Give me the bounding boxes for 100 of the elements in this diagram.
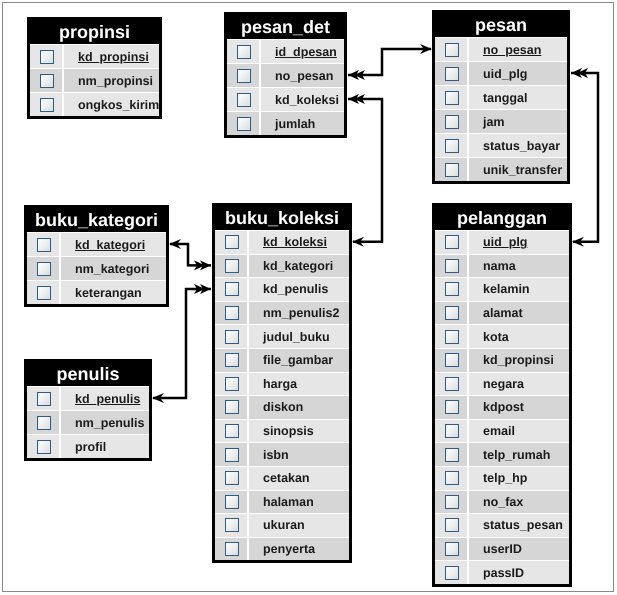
field-name: nm_penulis bbox=[75, 416, 144, 430]
table-box bbox=[24, 205, 169, 307]
field-name: negara bbox=[483, 376, 524, 391]
field-row bbox=[215, 395, 349, 419]
field-name: kd_penulis bbox=[75, 392, 140, 406]
field-row bbox=[435, 372, 569, 396]
field-name: halaman bbox=[263, 494, 314, 509]
field-name: passID bbox=[483, 566, 524, 580]
field-name: no_fax bbox=[483, 494, 524, 509]
field-name: uid_plg bbox=[483, 66, 528, 80]
field-row bbox=[215, 490, 349, 514]
field-row bbox=[215, 466, 349, 490]
connector-arrow bbox=[348, 44, 432, 80]
field-row bbox=[215, 418, 349, 442]
field-row bbox=[215, 372, 349, 396]
field-row bbox=[227, 39, 344, 63]
field-row bbox=[27, 386, 149, 410]
field-row bbox=[435, 61, 567, 85]
field-name: kdpost bbox=[483, 400, 524, 414]
table-box bbox=[432, 10, 570, 184]
field-row bbox=[435, 230, 569, 254]
field-row bbox=[215, 324, 349, 348]
field-name: no_pesan bbox=[483, 42, 542, 56]
field-row bbox=[30, 92, 159, 116]
field-name: cetakan bbox=[263, 471, 310, 486]
field-name: uid_plg bbox=[483, 235, 528, 250]
field-row bbox=[435, 490, 569, 514]
field-row bbox=[227, 87, 344, 111]
field-name: no_pesan bbox=[275, 68, 334, 82]
field-name: telp_rumah bbox=[483, 448, 550, 462]
field-row bbox=[435, 466, 569, 490]
field-name: userID bbox=[483, 542, 522, 556]
field-row bbox=[435, 254, 569, 278]
field-name: jam bbox=[483, 114, 505, 128]
field-row bbox=[435, 85, 567, 109]
table-box bbox=[432, 203, 572, 587]
field-name: keterangan bbox=[75, 286, 142, 300]
table-title: pelanggan bbox=[456, 207, 548, 230]
table-title: propinsi bbox=[58, 21, 131, 44]
field-row bbox=[435, 109, 567, 133]
field-name: kelamin bbox=[483, 282, 530, 296]
field-name: isbn bbox=[263, 448, 289, 462]
field-name: status_bayar bbox=[483, 138, 560, 152]
field-name: ongkos_kirim bbox=[78, 98, 160, 112]
field-name: profil bbox=[75, 440, 106, 454]
field-row bbox=[435, 348, 569, 372]
field-row bbox=[227, 111, 344, 135]
table-box bbox=[224, 12, 347, 138]
field-row bbox=[215, 513, 349, 537]
field-name: kd_propinsi bbox=[483, 353, 554, 368]
field-name: telp_hp bbox=[483, 471, 528, 486]
field-name: penyerta bbox=[263, 542, 316, 556]
field-name: id_dpesan bbox=[275, 44, 337, 58]
table-title: penulis bbox=[55, 363, 120, 386]
field-row bbox=[27, 232, 166, 256]
table-box bbox=[27, 17, 162, 119]
field-name: email bbox=[483, 424, 515, 438]
field-name: alamat bbox=[483, 306, 523, 320]
field-row bbox=[215, 300, 349, 324]
table-box bbox=[24, 359, 152, 461]
field-name: kd_propinsi bbox=[78, 50, 149, 64]
field-name: unik_transfer bbox=[483, 162, 562, 176]
table-title: buku_koleksi bbox=[224, 207, 340, 230]
field-name: status_pesan bbox=[483, 518, 563, 532]
field-name: harga bbox=[263, 376, 298, 391]
field-row bbox=[435, 395, 569, 419]
connector-arrow bbox=[169, 239, 211, 270]
field-row bbox=[435, 157, 567, 181]
field-row bbox=[215, 348, 349, 372]
field-row bbox=[30, 68, 159, 92]
table-title: buku_kategori bbox=[34, 209, 160, 232]
field-row bbox=[27, 410, 149, 434]
field-name: judul_buku bbox=[263, 330, 330, 344]
field-row bbox=[435, 536, 569, 560]
field-name: nama bbox=[483, 258, 516, 273]
field-name: kd_penulis bbox=[263, 282, 328, 296]
field-row bbox=[215, 442, 349, 466]
field-row bbox=[215, 230, 349, 254]
field-name: jumlah bbox=[275, 116, 316, 130]
connector-arrow bbox=[152, 284, 211, 403]
field-name: kd_kategori bbox=[263, 258, 334, 273]
field-row bbox=[27, 256, 166, 280]
field-row bbox=[27, 434, 149, 458]
field-row bbox=[435, 300, 569, 324]
field-name: diskon bbox=[263, 400, 304, 414]
field-name: ukuran bbox=[263, 518, 305, 532]
field-name: tanggal bbox=[483, 90, 528, 104]
field-name: kd_koleksi bbox=[263, 235, 327, 250]
field-row bbox=[215, 277, 349, 301]
field-row bbox=[435, 324, 569, 348]
field-name: nm_kategori bbox=[75, 262, 150, 276]
field-row bbox=[27, 280, 166, 304]
table-title: pesan bbox=[474, 14, 528, 37]
field-name: file_gambar bbox=[263, 353, 334, 368]
field-row bbox=[435, 418, 569, 442]
field-row bbox=[435, 277, 569, 301]
field-name: kd_kategori bbox=[75, 238, 146, 252]
field-row bbox=[227, 63, 344, 87]
field-row bbox=[435, 133, 567, 157]
table-title: pesan_det bbox=[240, 16, 332, 39]
